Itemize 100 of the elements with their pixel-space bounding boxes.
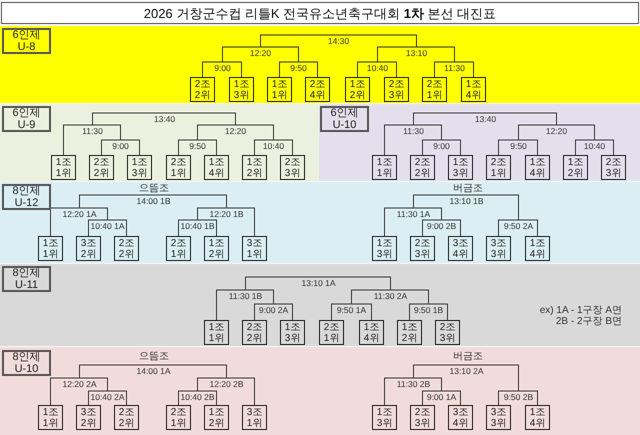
match-time: 11:30 — [403, 125, 424, 136]
bracket-line — [222, 46, 261, 62]
seed-slot: 3조 2위 — [76, 405, 101, 430]
bracket-line — [92, 124, 121, 140]
bracket-line — [79, 194, 154, 208]
division-band — [0, 26, 640, 103]
match-time: 13:10 — [406, 47, 428, 58]
match-time: 11:30 2A — [374, 290, 408, 301]
match-time: 10:40 2A — [90, 391, 125, 402]
bracket-line — [377, 46, 417, 62]
match-time: 10:40 — [262, 140, 284, 151]
seed-slot: 1조 2위 — [397, 320, 422, 345]
division-band — [319, 104, 640, 181]
bracket-line — [518, 220, 538, 236]
seed-slot: 2조 1위 — [319, 320, 344, 345]
match-time: 9:00 2A — [258, 304, 288, 315]
match-time: 11:30 1B — [228, 290, 262, 301]
seed-slot: 2조 3위 — [280, 155, 305, 180]
bracket-line — [413, 364, 467, 378]
bracket-line — [318, 276, 391, 290]
division-tag: 8인제 U-11 — [2, 266, 51, 292]
match-time: 11:30 1A — [396, 208, 430, 219]
seed-slot: 1조 1위 — [204, 320, 229, 345]
bracket-line — [338, 34, 417, 48]
match-time: 9:50 — [510, 140, 527, 151]
seed-slot: 2조 2위 — [410, 155, 435, 180]
division-band — [0, 104, 319, 181]
bracket-line — [235, 124, 274, 140]
group-name: 버금조 — [453, 351, 483, 362]
bracket-line — [245, 276, 319, 290]
match-time: 11:30 2B — [396, 378, 430, 389]
seed-slot: 1조 3위 — [448, 155, 473, 180]
bracket-line — [413, 194, 467, 208]
bracket-line — [79, 378, 108, 392]
match-time: 12:20 2B — [209, 378, 244, 389]
bracket-line — [377, 62, 397, 78]
bracket-line — [594, 140, 614, 156]
bracket-line — [197, 140, 217, 156]
bracket-line — [413, 124, 442, 140]
match-time: 13:10 1A — [301, 277, 336, 288]
seed-slot: 1조 4위 — [525, 236, 550, 261]
bracket-line — [120, 140, 140, 156]
match-time: 10:40 1A — [90, 220, 125, 231]
seed-slot: 2조 1위 — [422, 77, 447, 102]
seed-slot: 2조 3위 — [435, 320, 460, 345]
match-time: 9:00 1A — [426, 391, 456, 402]
match-time: 10:40 1B — [180, 220, 215, 231]
bracket-line — [384, 378, 414, 406]
bracket-line — [197, 378, 227, 392]
seed-slot: 3조 4위 — [448, 236, 473, 261]
bracket-line — [409, 304, 429, 320]
bracket-line — [422, 220, 442, 236]
bracket-line — [88, 220, 108, 236]
match-time: 9:50 2B — [504, 391, 534, 402]
bracket-line — [254, 140, 274, 156]
bracket-line — [107, 390, 127, 406]
match-time: 12:20 1B — [209, 208, 244, 219]
match-time: 12:20 — [224, 125, 246, 136]
seed-slot: 1조 3위 — [372, 236, 397, 261]
bracket-line — [575, 140, 595, 156]
match-time: 12:20 1A — [62, 208, 97, 219]
division-tag: 8인제 U-10 — [2, 350, 51, 376]
bracket-line — [518, 124, 557, 140]
seed-slot: 1조 2위 — [345, 77, 370, 102]
bracket-line — [441, 390, 461, 406]
seed-slot: 3조 1위 — [242, 405, 267, 430]
group-name: 버금조 — [453, 183, 483, 194]
bracket-line — [416, 46, 455, 62]
seed-slot: 2조 2위 — [190, 77, 215, 102]
seed-slot: 2조 1위 — [166, 405, 191, 430]
match-time: 9:00 — [112, 140, 129, 151]
match-time: 14:30 — [328, 35, 350, 46]
bracket-line — [197, 208, 227, 220]
group-name: 으뜸조 — [139, 351, 169, 362]
seed-slot: 1조 1위 — [51, 155, 76, 180]
bracket-line — [216, 290, 246, 320]
bracket-line — [441, 140, 461, 156]
bracket-line — [298, 62, 318, 78]
match-time: 9:00 — [433, 140, 450, 151]
bracket-line — [498, 390, 519, 406]
seed-slot: 3조 2위 — [76, 236, 101, 261]
seed-slot: 1조 2위 — [242, 155, 267, 180]
bracket-line — [50, 378, 80, 406]
bracket-line — [413, 112, 486, 126]
division-tag: 8인제 U-12 — [2, 184, 51, 210]
bracket-line — [390, 290, 429, 304]
bracket-line — [518, 140, 538, 156]
bracket-line — [197, 390, 217, 406]
title: 2026 거창군수컵 리틀K 전국유소년축구대회 1차 본선 대진표 — [144, 6, 496, 20]
bracket-line — [273, 140, 293, 156]
bracket-line — [260, 46, 299, 62]
bracket-line — [222, 62, 242, 78]
match-time: 9:00 — [214, 62, 231, 73]
bracket-line — [279, 62, 299, 78]
group-name: 으뜸조 — [139, 183, 169, 194]
bracket-line — [226, 208, 255, 236]
note-text: ex) 1A - 1구장 A면 — [540, 305, 622, 316]
division-band — [0, 347, 640, 435]
match-time: 13:10 1B — [449, 195, 484, 206]
seed-slot: 1조 4위 — [461, 77, 486, 102]
